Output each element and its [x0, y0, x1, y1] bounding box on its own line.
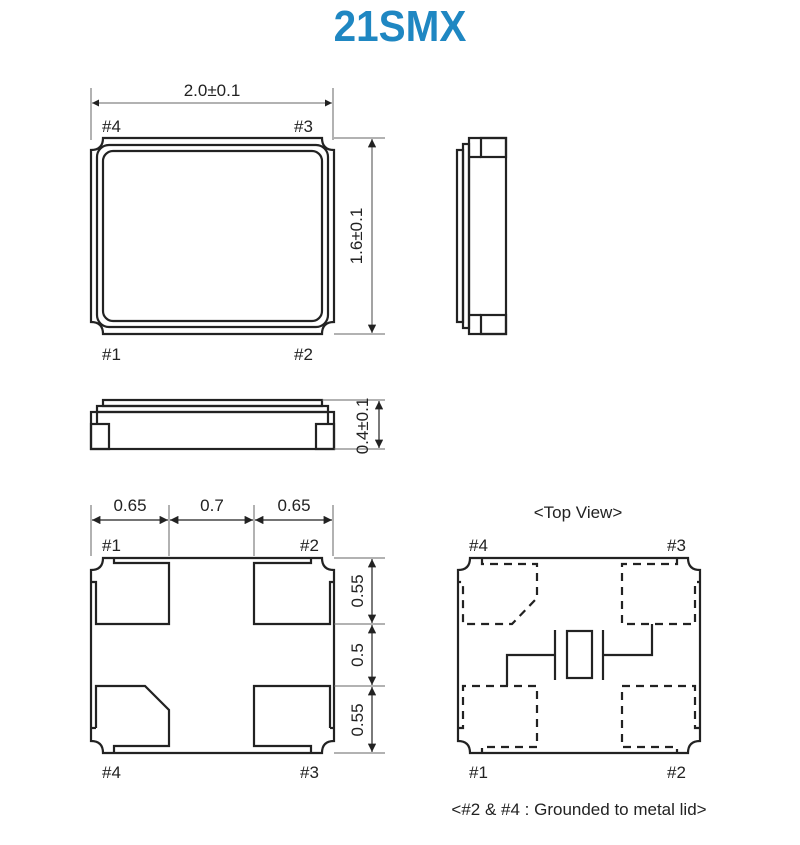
- thickness-dimension: 0.4±0.1: [353, 398, 372, 455]
- grounding-note: <#2 & #4 : Grounded to metal lid>: [451, 800, 706, 819]
- pin-label: #4: [102, 763, 121, 782]
- pin-label: #1: [102, 536, 121, 555]
- pad-gap-dimension: 0.7: [200, 496, 224, 515]
- front-side-view: 0.4±0.1: [89, 398, 385, 455]
- pad-width-dimension: 0.65: [277, 496, 310, 515]
- right-side-view: [455, 136, 508, 336]
- top-outline-view: 2.0±0.1 1.6±0.1 #4 #3 #1 #2: [89, 81, 385, 364]
- pin-label: #4: [469, 536, 488, 555]
- pin-label: #2: [294, 345, 313, 364]
- height-dimension: 1.6±0.1: [347, 208, 366, 265]
- pin-label: #2: [300, 536, 319, 555]
- pad-width-dimension: 0.65: [113, 496, 146, 515]
- pad-layout-view: 0.65 0.7 0.65 0.55 0.5 0.55 #1 #2 #4 #3: [89, 496, 385, 782]
- page-title: 21SMX: [333, 2, 467, 51]
- pin-label: #3: [667, 536, 686, 555]
- pin-label: #4: [102, 117, 121, 136]
- pin-label: #3: [294, 117, 313, 136]
- top-view-schematic: <Top View> #4 #3 #1 #2 <#2 & #4 : Ground…: [451, 503, 706, 819]
- pin-label: #1: [102, 345, 121, 364]
- pad-gap-dimension: 0.5: [348, 643, 367, 667]
- pin-label: #3: [300, 763, 319, 782]
- width-dimension: 2.0±0.1: [184, 81, 241, 100]
- pad-height-dimension: 0.55: [348, 703, 367, 736]
- pin-label: #1: [469, 763, 488, 782]
- pad-height-dimension: 0.55: [348, 574, 367, 607]
- top-view-heading: <Top View>: [534, 503, 623, 522]
- pin-label: #2: [667, 763, 686, 782]
